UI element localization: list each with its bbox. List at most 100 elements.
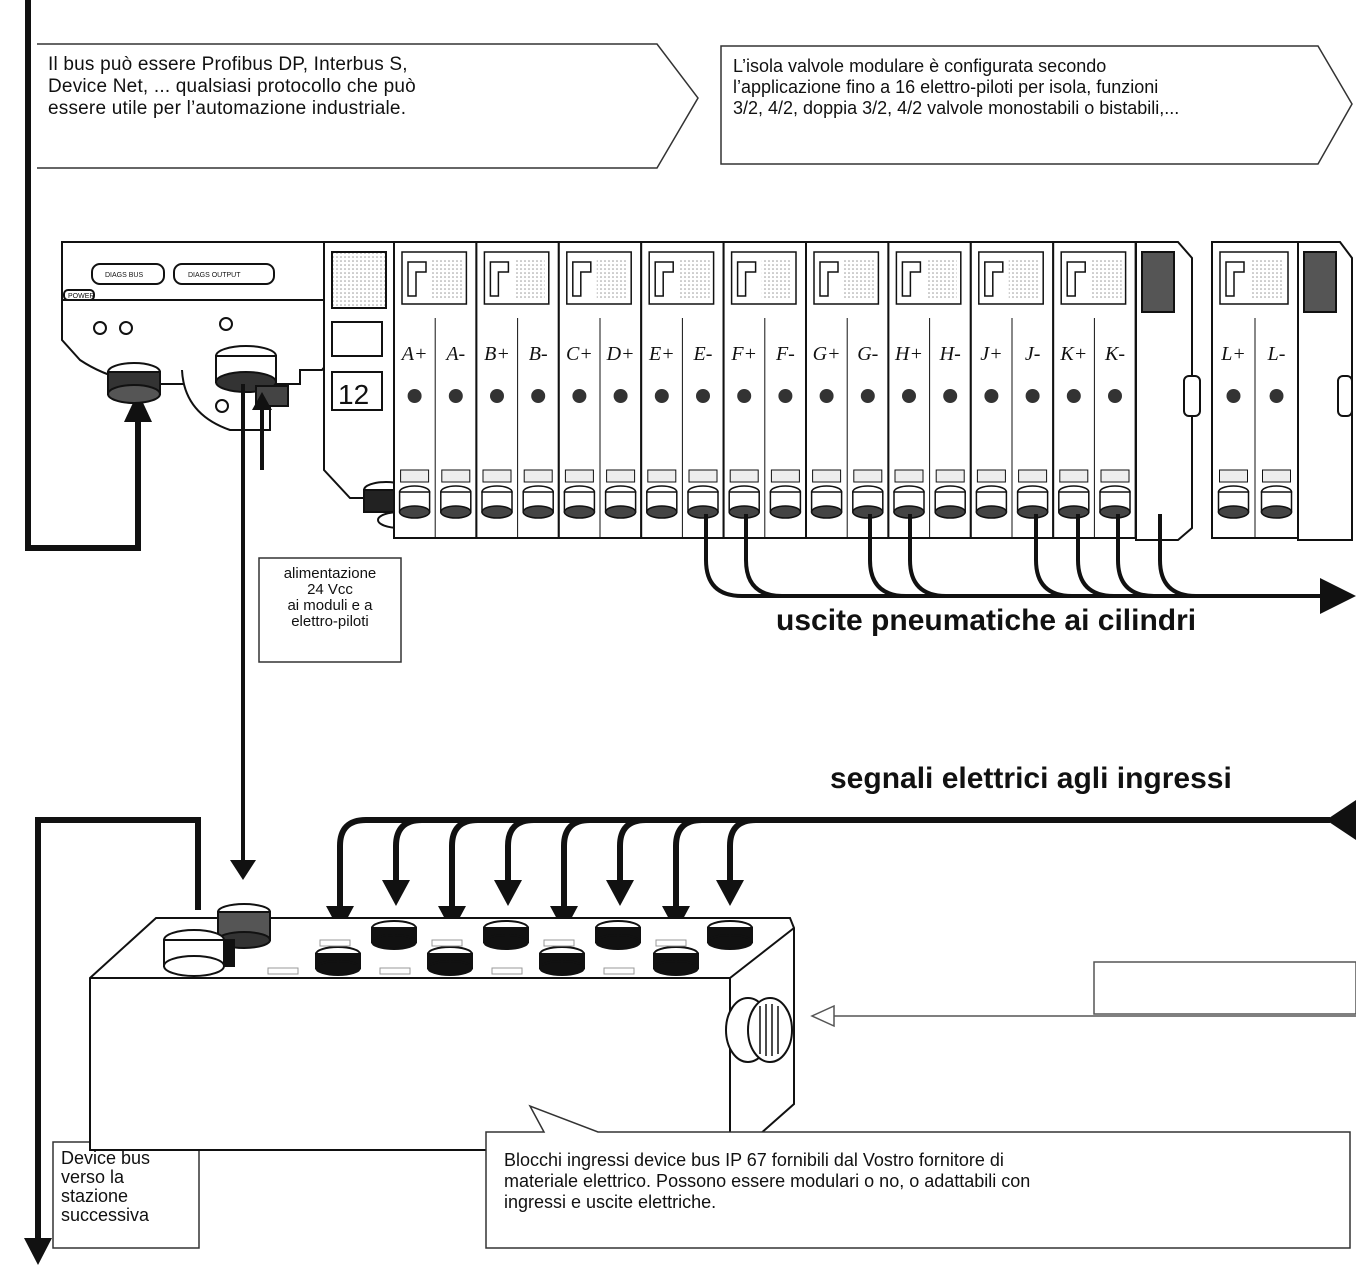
valve-module: K+ K-: [1053, 242, 1135, 538]
input-slot: [268, 968, 298, 974]
valve-label: A-: [444, 343, 465, 365]
valve-port-bottom: [1262, 506, 1292, 518]
valve-label: E-: [693, 343, 713, 365]
valve-label: C+: [566, 343, 593, 365]
valve-port-bottom: [770, 506, 800, 518]
valve-module-texture: [762, 258, 792, 298]
power-arrow-down-icon: [230, 860, 256, 880]
valve-indicator-icon: [449, 389, 463, 403]
input-connector-bottom: [708, 935, 752, 949]
svg-text:DIAGS OUTPUT: DIAGS OUTPUT: [188, 272, 241, 279]
svg-text:DIAGS BUS: DIAGS BUS: [105, 272, 143, 279]
input-signal-line: [396, 820, 1330, 880]
valve-tag: [442, 470, 470, 482]
valve-tag: [1060, 470, 1088, 482]
valve-label: F+: [730, 343, 757, 365]
valve-label: H+: [894, 343, 923, 365]
svg-text:POWER: POWER: [68, 293, 94, 300]
input-signal-line: [452, 820, 1330, 906]
valve-port-bottom: [606, 506, 636, 518]
power-supply-line-4: elettro-piloti: [260, 614, 400, 630]
valve-tag: [565, 470, 593, 482]
bus-module: [62, 242, 330, 430]
input-blocks-line-3: ingressi e uscite elettriche.: [504, 1192, 1344, 1213]
input-arrow-down-icon: [606, 880, 634, 906]
input-blocks-line-2: materiale elettrico. Possono essere modu…: [504, 1171, 1344, 1192]
valve-indicator-icon: [408, 389, 422, 403]
empty-callout-box: [1094, 962, 1356, 1014]
valve-port-bottom: [976, 506, 1006, 518]
valve-tag: [854, 470, 882, 482]
valve-module: J+ J-: [971, 242, 1053, 538]
valve-label: B+: [484, 343, 510, 365]
valve-indicator-icon: [1227, 389, 1241, 403]
valve-port-bottom: [400, 506, 430, 518]
input-slot: [492, 968, 522, 974]
input-slot: [604, 968, 634, 974]
valve-indicator-icon: [1108, 389, 1122, 403]
input-connector-bottom: [316, 961, 360, 975]
valve-indicator-icon: [943, 389, 957, 403]
valve-label: L+: [1220, 343, 1246, 365]
valve-label: J-: [1025, 343, 1041, 365]
valve-label: K+: [1059, 343, 1087, 365]
bus-protocol-line-1: Il bus può essere Profibus DP, Interbus …: [48, 54, 648, 76]
input-connector-bottom: [484, 935, 528, 949]
valve-module-texture: [597, 258, 627, 298]
valve-label: J+: [980, 343, 1002, 365]
valve-label: F-: [775, 343, 795, 365]
valve-label: G+: [813, 343, 841, 365]
valve-island: A+A-B+B-C+D+E+E-F+F-G+G-H+H-J+J-K+K-: [394, 242, 1136, 538]
valve-module: B+B-: [476, 242, 558, 538]
input-slot: [380, 968, 410, 974]
valve-label: H-: [939, 343, 961, 365]
valve-port-bottom: [523, 506, 553, 518]
valve-indicator-icon: [490, 389, 504, 403]
input-slot: [656, 940, 686, 946]
end-plate: [1136, 242, 1200, 540]
device-bus-line-1: Device bus: [61, 1149, 197, 1168]
valve-indicator-icon: [1270, 389, 1284, 403]
bus-protocol-callout: Il bus può essere Profibus DP, Interbus …: [48, 54, 648, 120]
valve-port-bottom: [1018, 506, 1048, 518]
input-slot: [432, 940, 462, 946]
valve-tag: [1220, 470, 1248, 482]
input-signal-line: [730, 820, 1330, 880]
valve-port-bottom: [688, 506, 718, 518]
valve-module: H+ H-: [888, 242, 970, 538]
input-connector-bottom: [540, 961, 584, 975]
input-arrow-down-icon: [382, 880, 410, 906]
valve-tag: [1101, 470, 1129, 482]
valve-tag: [524, 470, 552, 482]
valve-label: G-: [857, 343, 878, 365]
valve-module: L+L-: [1212, 242, 1298, 538]
input-connector-bottom: [372, 935, 416, 949]
input-signal-lines: [326, 820, 1330, 932]
valve-label: K-: [1104, 343, 1125, 365]
valve-indicator-icon: [1026, 389, 1040, 403]
valve-port-bottom: [812, 506, 842, 518]
valve-port-bottom: [1100, 506, 1130, 518]
valve-indicator-icon: [696, 389, 710, 403]
valve-module: F+ F-: [724, 242, 806, 538]
valve-module-texture: [514, 258, 544, 298]
input-signal-line: [676, 820, 1330, 906]
valve-tag: [895, 470, 923, 482]
valve-port-bottom: [1219, 506, 1249, 518]
valve-tag: [607, 470, 635, 482]
bus-protocol-line-3: essere utile per l’automazione industria…: [48, 98, 648, 120]
pneumatic-outputs-heading: uscite pneumatiche ai cilindri: [776, 604, 1196, 638]
power-supply-callout: alimentazione 24 Vcc ai moduli e a elett…: [260, 566, 400, 630]
valve-tag: [1263, 470, 1291, 482]
valve-port-bottom: [1059, 506, 1089, 518]
valve-module-texture: [432, 258, 462, 298]
valve-tag: [401, 470, 429, 482]
input-arrow-down-icon: [716, 880, 744, 906]
valve-module-texture: [679, 258, 709, 298]
valve-island-line-2: l’applicazione fino a 16 elettro-piloti …: [733, 77, 1333, 98]
valve-tag: [771, 470, 799, 482]
valve-port-bottom: [482, 506, 512, 518]
extra-valve-island: L+L-: [1212, 242, 1298, 538]
input-slot: [544, 940, 574, 946]
valve-label: D+: [606, 343, 635, 365]
